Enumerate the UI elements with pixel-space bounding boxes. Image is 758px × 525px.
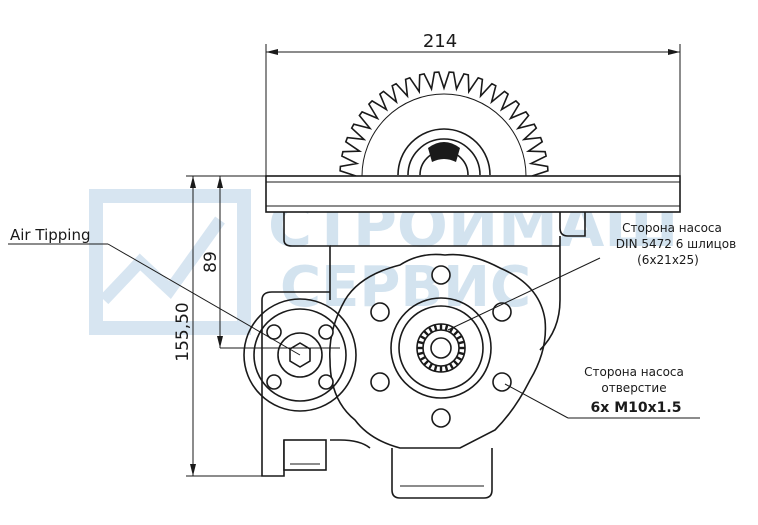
leader-pump-holes: Сторона насоса отверстие 6x M10x1.5 xyxy=(504,365,700,419)
dimension-height-total: 155,50 xyxy=(173,302,193,361)
watermark-logo-frame xyxy=(89,189,251,335)
bolt-holes xyxy=(370,265,512,428)
dimension-height-89: 89 xyxy=(201,251,221,273)
air-tipping-cylinder xyxy=(243,298,357,412)
gear xyxy=(339,71,549,177)
label-pump-side-2-line3: 6x M10x1.5 xyxy=(591,400,682,416)
watermark-line2: СЕРВИС xyxy=(280,255,531,320)
upper-housing xyxy=(283,212,586,351)
watermark-logo-arrow xyxy=(99,216,225,305)
label-pump-side-1-line2: DIN 5472 6 шлицов xyxy=(616,237,736,251)
label-pump-side-2-line1: Сторона насоса xyxy=(584,365,684,379)
dimension-width-label: 214 xyxy=(423,31,457,52)
flange-plate xyxy=(265,175,681,213)
label-air-tipping: Air Tipping xyxy=(10,226,90,244)
label-pump-side-1-line3: (6x21x25) xyxy=(637,253,699,267)
leader-pump-splines: Сторона насоса DIN 5472 6 шлицов (6x21x2… xyxy=(447,221,736,331)
label-pump-side-2-line2: отверстие xyxy=(601,381,666,395)
leader-air-tipping: Air Tipping xyxy=(8,226,301,356)
pump-shaft xyxy=(390,297,492,399)
dimension-width: 214 xyxy=(265,31,681,176)
label-pump-side-1-line1: Сторона насоса xyxy=(622,221,722,235)
dimension-heights: 89 155,50 xyxy=(173,175,266,477)
main-housing xyxy=(261,253,547,499)
